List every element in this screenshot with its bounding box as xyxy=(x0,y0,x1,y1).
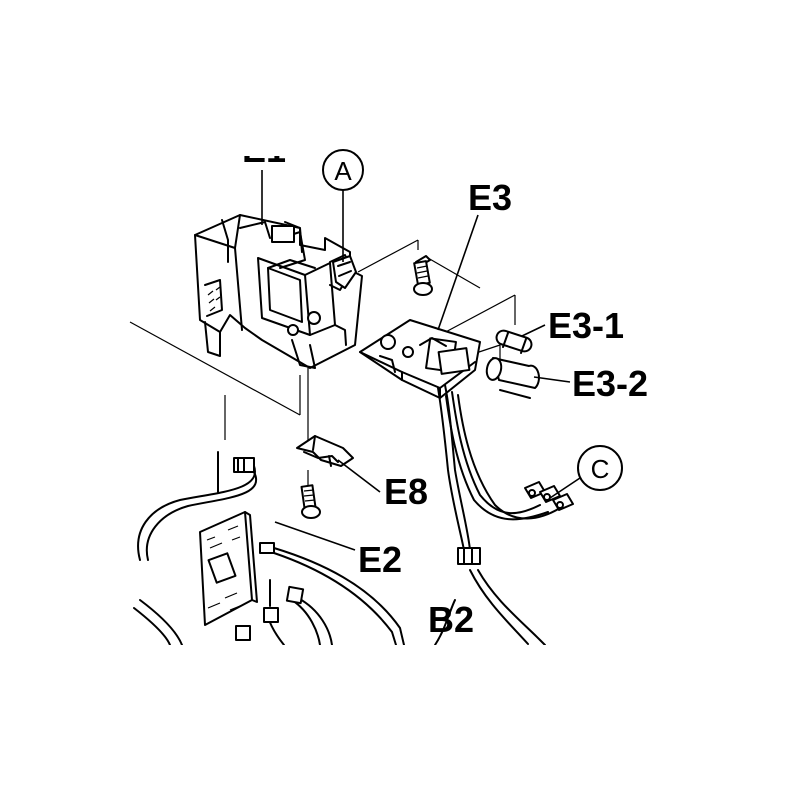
lower-connectors xyxy=(235,579,305,641)
bottom-crop xyxy=(0,645,800,800)
callout-a: A xyxy=(322,149,364,191)
label-e3-1: E3-1 xyxy=(548,305,624,346)
connector-top-left xyxy=(217,451,255,493)
wiring xyxy=(133,384,561,646)
top-margin xyxy=(0,0,800,118)
label-b2: B2 xyxy=(428,599,474,640)
callout-c-letter: C xyxy=(591,454,610,484)
fuse-cap-e3-2 xyxy=(485,357,540,399)
label-e3-2: E3-2 xyxy=(572,363,648,404)
label-e2: E2 xyxy=(358,539,402,580)
fuse-e3-1 xyxy=(495,329,533,354)
screw-top xyxy=(413,255,433,296)
leader-lines xyxy=(261,170,581,551)
screw-lower xyxy=(300,484,321,519)
callout-c: C xyxy=(577,445,623,491)
connector-b2 xyxy=(457,547,481,565)
switch-housing-e3 xyxy=(359,319,481,399)
circuit-board-e2 xyxy=(199,511,275,626)
clip-e8 xyxy=(296,435,354,467)
label-e3: E3 xyxy=(468,177,512,218)
label-e8: E8 xyxy=(384,471,428,512)
callout-a-letter: A xyxy=(334,156,352,186)
spade-terminals xyxy=(524,481,574,511)
label-e1-crop-mask xyxy=(230,120,310,156)
bracket-assembly-e1 xyxy=(194,214,363,369)
